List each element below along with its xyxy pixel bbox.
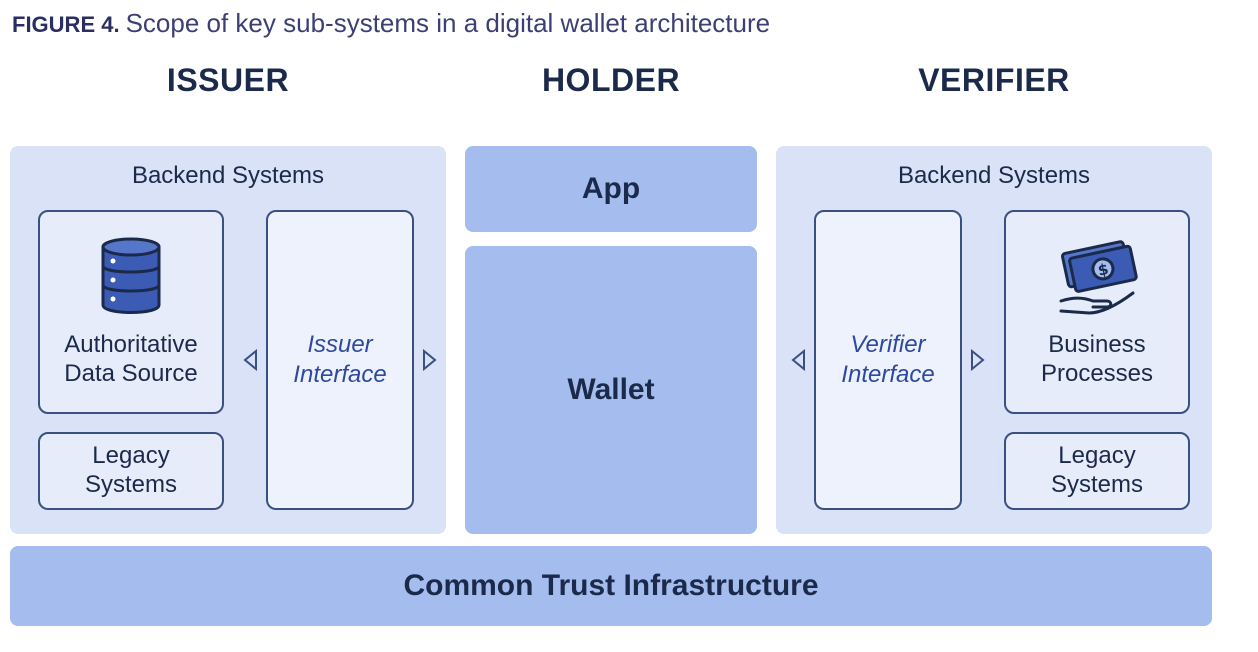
- verifier-backend-panel: Backend Systems Verifier Interface $ Bus…: [776, 146, 1212, 534]
- svg-text:$: $: [1096, 260, 1110, 280]
- triangle-right-icon: [971, 349, 985, 371]
- issuer-backend-title: Backend Systems: [131, 162, 325, 189]
- verifier-interface-line2: Interface: [841, 361, 935, 388]
- triangle-left-icon: [243, 349, 257, 371]
- authoritative-data-source-box: Authoritative Data Source: [38, 210, 224, 414]
- data-source-label-line1: Authoritative: [64, 331, 198, 359]
- holder-heading: HOLDER: [541, 62, 681, 98]
- legacy-label-line1: Legacy: [92, 442, 170, 470]
- triangle-left-icon: [791, 349, 805, 371]
- verifier-interface-line1: Verifier: [850, 331, 926, 358]
- figure-caption: FIGURE 4.Scope of key sub-systems in a d…: [12, 8, 770, 39]
- common-trust-infrastructure-bar: Common Trust Infrastructure: [10, 546, 1212, 626]
- database-icon: [101, 237, 161, 315]
- figure-caption-text: Scope of key sub-systems in a digital wa…: [125, 8, 771, 38]
- verifier-backend-title: Backend Systems: [897, 162, 1091, 189]
- triangle-right-icon: [423, 349, 437, 371]
- wallet-box: Wallet: [465, 246, 757, 534]
- verifier-legacy-systems-box: Legacy Systems: [1004, 432, 1190, 510]
- verifier-legacy-line2: Systems: [1050, 471, 1143, 498]
- verifier-heading: VERIFIER: [918, 62, 1070, 98]
- issuer-heading: ISSUER: [166, 62, 290, 98]
- issuer-legacy-systems-box: Legacy Systems: [38, 432, 224, 510]
- issuer-backend-panel: Backend Systems Authoritative Data Sourc…: [10, 146, 446, 534]
- business-label-line2: Processes: [1040, 360, 1154, 387]
- figure-number: FIGURE 4.: [12, 12, 120, 37]
- issuer-interface-box: Issuer Interface: [266, 210, 414, 510]
- business-processes-box: $ Business Processes: [1004, 210, 1190, 414]
- verifier-legacy-line1: Legacy: [1058, 442, 1136, 470]
- business-label-line1: Business: [1048, 331, 1146, 359]
- issuer-interface-line1: Issuer: [307, 331, 373, 358]
- app-box: App: [465, 146, 757, 232]
- legacy-label-line2: Systems: [84, 471, 177, 498]
- issuer-interface-line2: Interface: [293, 361, 387, 388]
- verifier-interface-box: Verifier Interface: [814, 210, 962, 510]
- money-hand-icon: $: [1059, 240, 1138, 315]
- data-source-label-line2: Data Source: [64, 360, 198, 387]
